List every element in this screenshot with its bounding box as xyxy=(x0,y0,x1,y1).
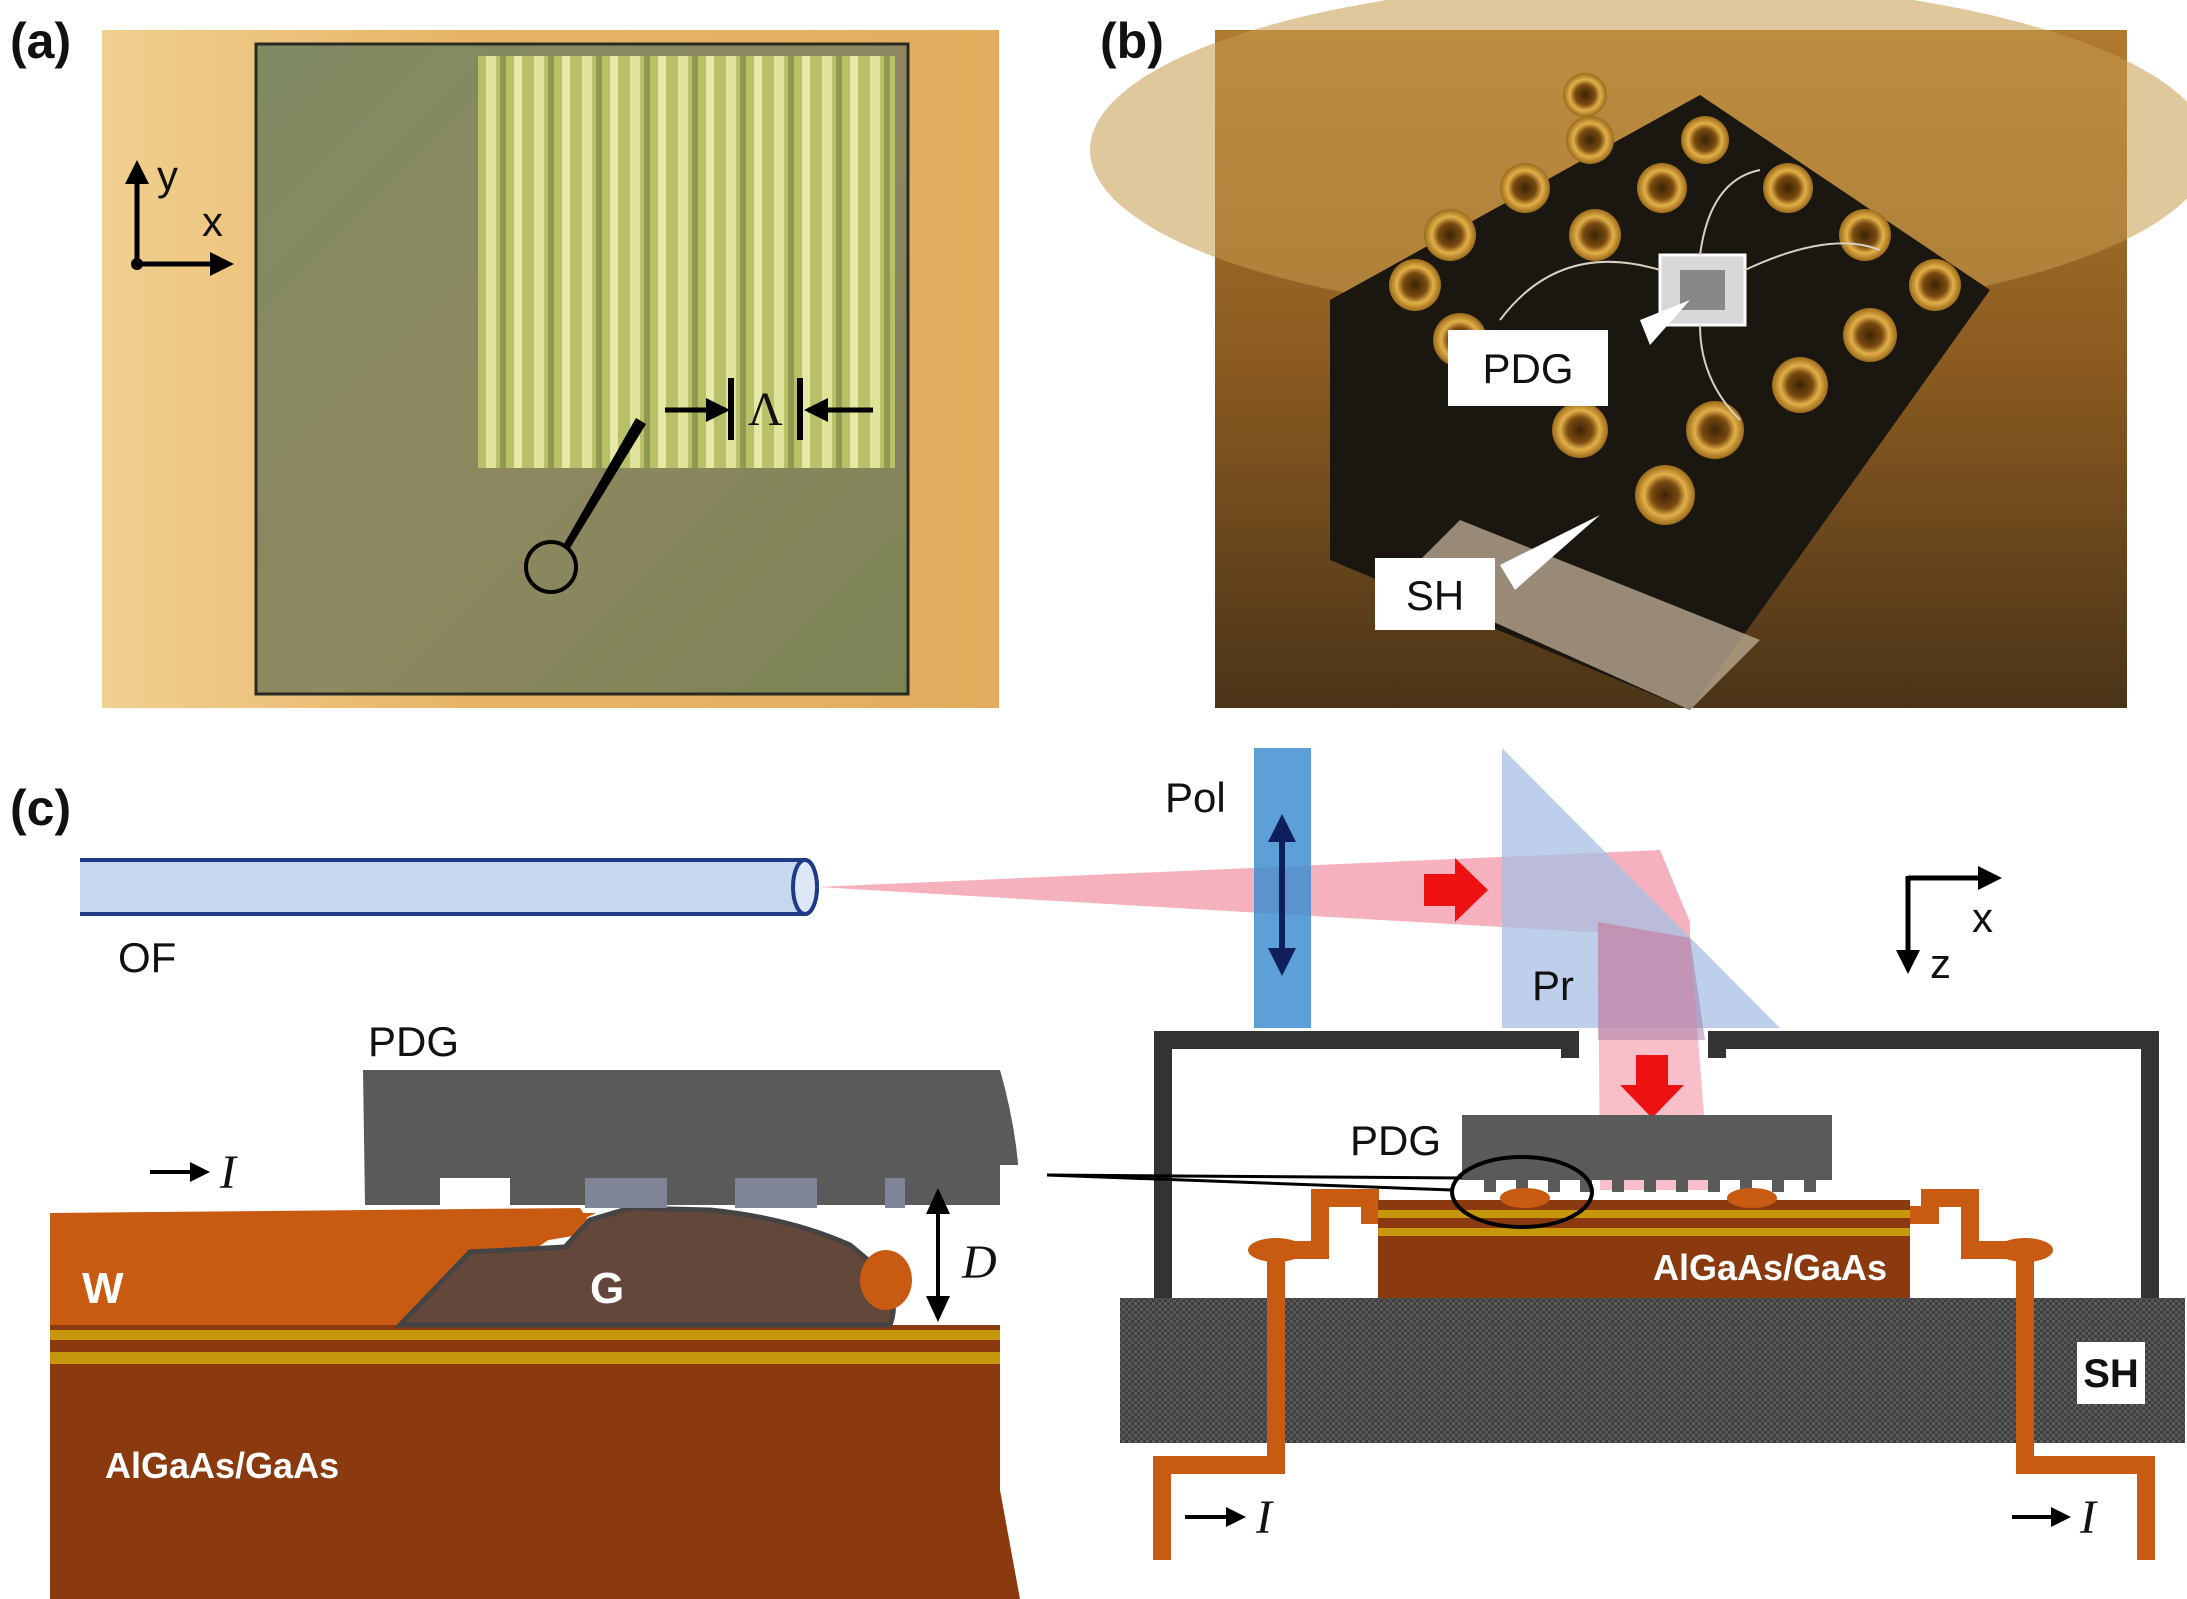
panel-b: (b) xyxy=(1090,0,2187,710)
prism xyxy=(1502,748,1780,1028)
label-current-bottom-right: I xyxy=(2079,1491,2098,1544)
optical-fiber xyxy=(80,858,819,916)
label-pr: Pr xyxy=(1532,962,1574,1009)
label-sh: SH xyxy=(2083,1352,2139,1396)
pdg-right xyxy=(1462,1115,1832,1192)
label-algaas-left: AlGaAs/GaAs xyxy=(105,1445,339,1486)
label-of: OF xyxy=(118,934,176,981)
magnifier-pointer xyxy=(524,418,646,594)
label-pdg-right: PDG xyxy=(1350,1117,1441,1164)
panel-c-letter: (c) xyxy=(10,780,71,836)
housing xyxy=(1154,1031,2159,1300)
axes-xy: y x xyxy=(125,152,234,276)
grating-inset xyxy=(478,56,895,468)
bond-wires xyxy=(1499,169,1881,421)
label-pdg-left: PDG xyxy=(368,1018,459,1065)
label-sh-photo: SH xyxy=(1406,572,1464,619)
panel-a: (a) y x Λ xyxy=(10,13,999,708)
axis-z-label: z xyxy=(1930,940,1951,987)
algaas-left xyxy=(50,1325,1020,1599)
beam-arrow-right xyxy=(1424,858,1488,922)
beam-arrow-down xyxy=(1620,1055,1684,1118)
label-g: G xyxy=(590,1264,624,1313)
axis-x-label-c: x xyxy=(1972,894,1993,941)
panel-a-letter: (a) xyxy=(10,13,71,69)
wire-w xyxy=(50,1213,596,1325)
label-w: W xyxy=(82,1264,124,1313)
axis-x-label: x xyxy=(202,198,223,245)
sh-label-box xyxy=(2077,1342,2145,1404)
label-pdg-photo: PDG xyxy=(1482,345,1573,392)
label-pol: Pol xyxy=(1165,774,1226,821)
pdg-left xyxy=(363,1070,1020,1205)
label-current-left: I xyxy=(219,1146,238,1199)
panel-b-letter: (b) xyxy=(1100,13,1164,69)
label-algaas-right: AlGaAs/GaAs xyxy=(1653,1247,1887,1288)
panel-c: (c) OF Pol Pr x xyxy=(10,748,2185,1599)
period-marker: Λ xyxy=(665,378,873,440)
current-bottom-right: I xyxy=(2012,1491,2098,1544)
polarization-arrow xyxy=(1268,814,1296,976)
right-wires xyxy=(1153,1189,2155,1560)
cross-section-left: PDG W G AlGaAs/GaAs D I xyxy=(50,1018,1020,1599)
axes-xz: x z xyxy=(1896,866,2002,987)
current-bottom-left: I xyxy=(1185,1491,1274,1544)
label-box-sh xyxy=(1375,558,1495,630)
light-beam xyxy=(817,850,1690,938)
label-current-bottom-left: I xyxy=(1255,1491,1274,1544)
label-box-pdg xyxy=(1448,330,1608,406)
label-d: D xyxy=(961,1236,997,1289)
sample-holder xyxy=(1120,1298,2185,1443)
axis-y-label: y xyxy=(157,152,178,199)
period-lambda-label: Λ xyxy=(748,383,783,436)
zoom-indicator xyxy=(1046,1155,1594,1229)
